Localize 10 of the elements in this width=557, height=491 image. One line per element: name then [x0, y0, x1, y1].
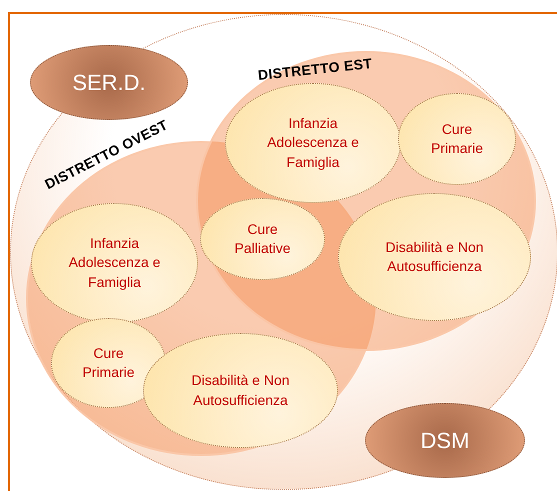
node-label: Disabilità e Non Autosufficienza	[384, 238, 485, 276]
node-label: Infanzia Adolescenza e Famiglia	[68, 234, 162, 292]
node-label: DSM	[420, 427, 470, 455]
node-label: Cure Primarie	[81, 344, 136, 382]
node-label: Cure Palliative	[233, 220, 292, 258]
node-label: SER.D.	[72, 69, 146, 97]
district-title: DISTRETTO EST	[256, 54, 374, 85]
node-label: Infanzia Adolescenza e Famiglia	[266, 114, 360, 172]
node-label: Disabilità e Non Autosufficienza	[190, 371, 291, 410]
node-label: Cure Primarie	[430, 120, 484, 158]
